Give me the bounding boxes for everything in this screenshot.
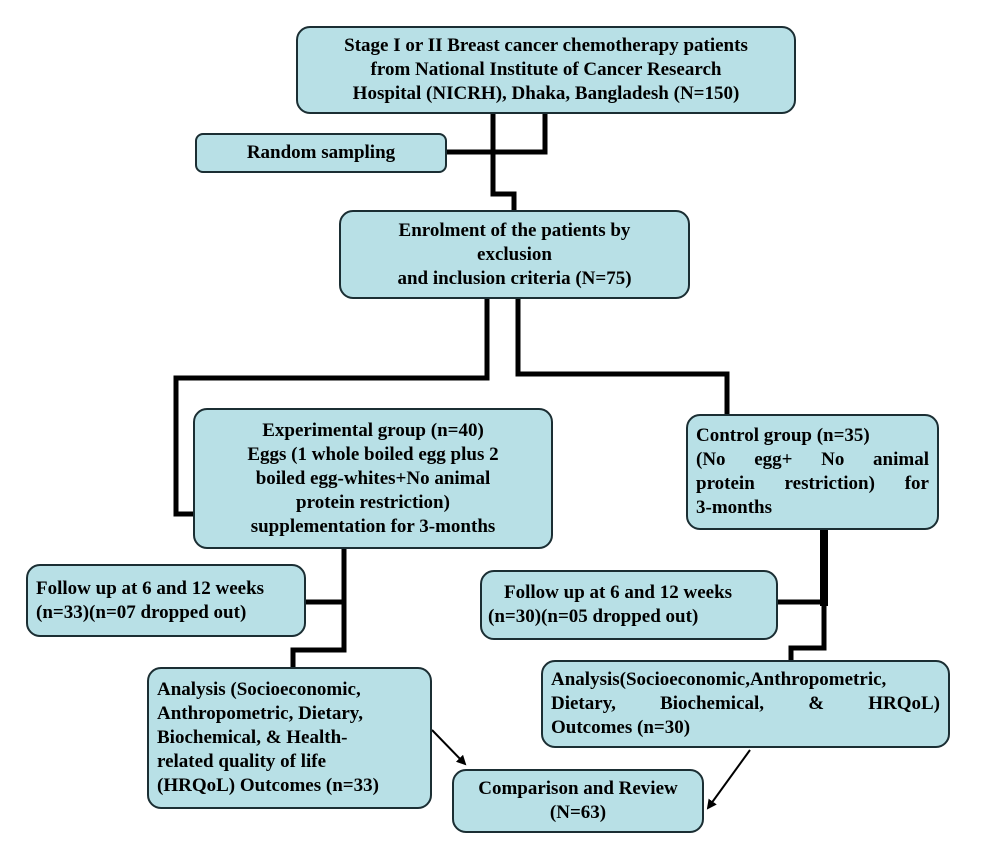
experimental-line-4: protein restriction) (296, 491, 450, 513)
comparison-line-2: (N=63) (549, 802, 607, 823)
random-sampling-box: Random sampling (195, 133, 447, 173)
connector-source-to-enrolment (490, 114, 517, 212)
analysis-exp-line-3: Biochemical, & Health- (157, 727, 348, 748)
connector-source-to-sampling (447, 114, 548, 155)
analysis-exp-line-4: related quality of life (157, 751, 327, 772)
experimental-line-5: supplementation for 3-months (250, 515, 496, 537)
arrow-analysis-exp-to-comparison (431, 729, 467, 766)
enrolment-line-1: Enrolment of the patients by (398, 219, 631, 241)
followup-ctrl-line-2: (n=30)(n=05 dropped out) (488, 606, 699, 627)
analysis-control-box: Analysis(Socioeconomic,Anthropometric, D… (541, 660, 950, 748)
connector-experimental-to-analysis (290, 600, 347, 668)
source-population-box: Stage I or II Breast cancer chemotherapy… (296, 26, 796, 114)
comparison-line-1: Comparison and Review (478, 778, 678, 799)
followup-exp-line-2: (n=33)(n=07 dropped out) (36, 601, 247, 623)
analysis-exp-line-2: Anthropometric, Dietary, (157, 703, 363, 724)
connector-control-to-analysis (788, 602, 827, 660)
analysis-exp-line-1: Analysis (Socioeconomic, (157, 679, 361, 700)
experimental-line-3: boiled egg-whites+No animal (255, 467, 491, 489)
connector-enrolment-to-control (515, 298, 730, 418)
analysis-exp-line-5: (HRQoL) Outcomes (n=33) (157, 775, 379, 796)
arrow-analysis-ctrl-to-comparison (706, 749, 751, 810)
followup-exp-line-1: Follow up at 6 and 12 weeks (36, 577, 265, 599)
source-line-3: Hospital (NICRH), Dhaka, Bangladesh (N=1… (352, 83, 740, 104)
control-line-4: 3-months (696, 497, 773, 518)
followup-control-box: Follow up at 6 and 12 weeks (n=30)(n=05 … (480, 570, 778, 640)
followup-ctrl-line-1: Follow up at 6 and 12 weeks (504, 582, 733, 603)
experimental-group-box: Experimental group (n=40) Eggs (1 whole … (193, 408, 553, 549)
enrolment-box: Enrolment of the patients by exclusion a… (339, 210, 690, 299)
enrolment-line-3: and inclusion criteria (N=75) (397, 267, 632, 289)
analysis-experimental-box: Analysis (Socioeconomic, Anthropometric,… (147, 667, 432, 809)
source-line-1: Stage I or II Breast cancer chemotherapy… (344, 35, 748, 56)
control-line-1: Control group (n=35) (696, 425, 870, 446)
analysis-ctrl-line-3: Outcomes (n=30) (551, 717, 691, 738)
connector-enrolment-to-experimental (173, 298, 490, 517)
control-line-2: (No egg+ No animal (696, 449, 929, 470)
sampling-line-1: Random sampling (246, 142, 396, 163)
analysis-ctrl-line-2: Dietary, Biochemical, & HRQoL) (551, 693, 940, 714)
analysis-ctrl-line-1: Analysis(Socioeconomic,Anthropometric, (551, 669, 887, 690)
followup-experimental-box: Follow up at 6 and 12 weeks (n=33)(n=07 … (26, 564, 306, 637)
control-line-3: protein restriction) for (696, 473, 929, 494)
experimental-line-2: Eggs (1 whole boiled egg plus 2 (247, 443, 499, 465)
source-line-2: from National Institute of Cancer Resear… (370, 59, 722, 80)
experimental-line-1: Experimental group (n=40) (262, 419, 484, 441)
enrolment-line-2: exclusion (477, 243, 552, 265)
comparison-box: Comparison and Review (N=63) (452, 769, 704, 833)
connector-experimental-to-followup (306, 548, 347, 605)
control-group-box: Control group (n=35) (No egg+ No animal … (686, 414, 939, 530)
